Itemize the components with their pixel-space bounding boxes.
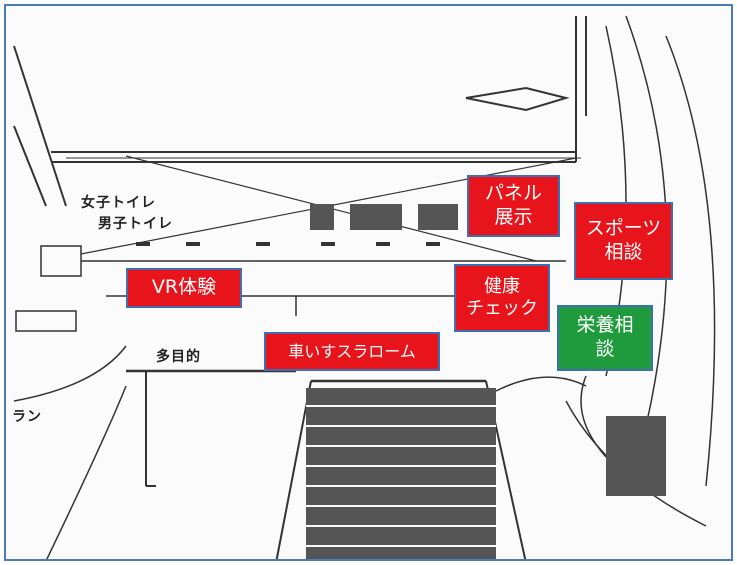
multipurpose-label: 多目的 (156, 349, 201, 365)
booth-vr[interactable]: VR体験 (126, 268, 242, 308)
booth-nutrition[interactable]: 栄養相 談 (557, 305, 653, 371)
booth-health[interactable]: 健康 チェック (454, 264, 550, 332)
map-frame: 女子トイレ 男子トイレ 多目的 ラン VR体験 車いすスラローム パネル 展示 … (4, 4, 733, 561)
mens-toilet-label: 男子トイレ (98, 216, 173, 232)
booth-sports[interactable]: スポーツ 相談 (574, 202, 673, 280)
womens-toilet-label: 女子トイレ (81, 195, 156, 211)
partial-left-label: ラン (12, 409, 42, 425)
floor-plan-drawing (13, 15, 716, 559)
booth-wheelchair[interactable]: 車いすスラローム (264, 332, 440, 371)
booth-panel[interactable]: パネル 展示 (467, 175, 560, 237)
